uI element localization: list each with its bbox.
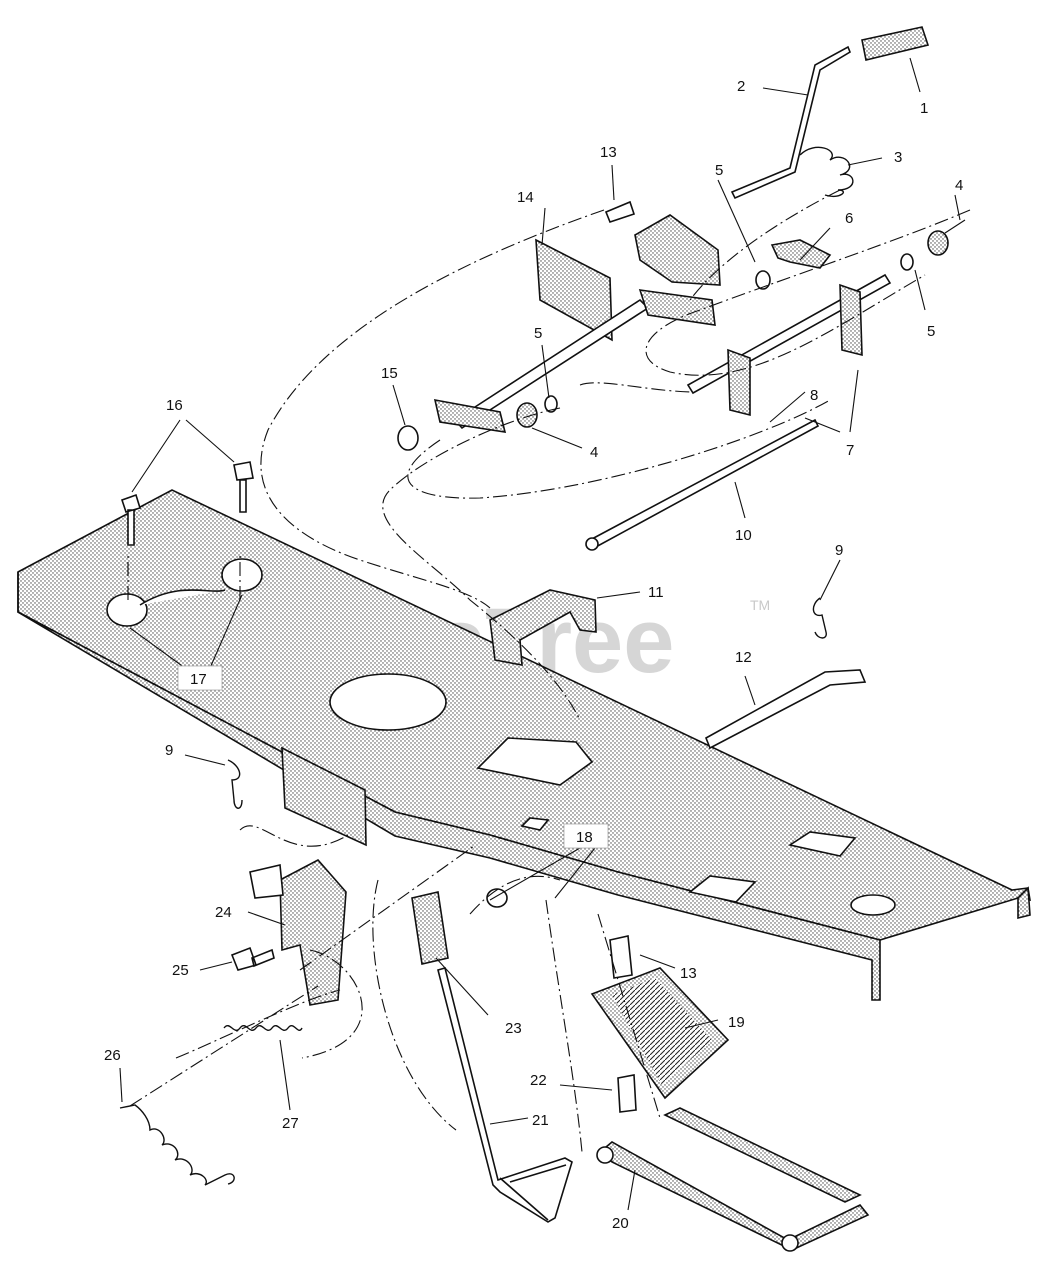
phantom-lines (127, 189, 971, 1153)
callout-3: 3 (894, 149, 902, 166)
callout-2: 2 (737, 78, 745, 95)
part-5-washer-a (755, 270, 771, 290)
part-23-grip (411, 891, 449, 965)
part-15-washer (397, 425, 419, 451)
callout-labels: 1 2 3 4 4 5 5 5 6 7 8 9 9 10 11 12 13 13… (104, 78, 963, 1232)
callout-7: 7 (846, 442, 854, 459)
callout-20: 20 (612, 1215, 629, 1232)
callout-21: 21 (532, 1112, 549, 1129)
part-11-bracket (489, 589, 597, 666)
part-16-bolt-left (120, 493, 142, 546)
callout-8: 8 (810, 387, 818, 404)
part-9-pin-left (227, 759, 243, 809)
part-6-clip (770, 239, 832, 269)
callout-23: 23 (505, 1020, 522, 1037)
callout-22: 22 (530, 1072, 547, 1089)
part-13-bolt-upper (604, 200, 636, 223)
leader-lines (119, 57, 966, 1211)
callout-6: 6 (845, 210, 853, 227)
part-14-bracket-plate (535, 238, 613, 342)
part-12-rod (704, 669, 867, 750)
part-5-washer-b (900, 253, 914, 271)
frame-small-hole (850, 894, 896, 916)
callout-4a: 4 (955, 177, 963, 194)
callout-5c: 5 (534, 325, 542, 342)
part-side-bracket-plate (281, 746, 367, 847)
callout-17-box: 17 (177, 665, 223, 691)
part-3-spring (799, 146, 854, 198)
part-5-washer-c (544, 395, 558, 413)
callout-18-box: 18 (563, 823, 609, 849)
part-17-nut-right (221, 558, 263, 592)
part-24-pedal-bracket (279, 858, 347, 1006)
part-10-long-rod (588, 418, 820, 550)
pedal-cross-shaft (433, 214, 721, 433)
part-26-spring (119, 1104, 235, 1186)
callout-9b: 9 (165, 742, 173, 759)
frame-cutout-right-2 (688, 875, 757, 903)
part-25-bolt (230, 946, 275, 971)
watermark-trademark: TM (750, 597, 770, 613)
part-22-bolt (617, 1074, 637, 1113)
part-17-nut-left (106, 593, 148, 627)
callout-5b: 5 (927, 323, 935, 340)
part-1-grip (861, 26, 930, 61)
callout-19: 19 (728, 1014, 745, 1031)
part-27-spring (223, 1025, 303, 1031)
part-4-bushing-b (516, 402, 538, 428)
frame-cutout-center (476, 737, 594, 786)
part-2-lever-rod (730, 45, 851, 200)
part-4-bushing-a (927, 230, 949, 256)
callout-13a: 13 (600, 144, 617, 161)
part-21-pedal-rod (437, 967, 573, 1223)
callout-10: 10 (735, 527, 752, 544)
callout-9a: 9 (835, 542, 843, 559)
callout-14: 14 (517, 189, 534, 206)
frame-chassis (17, 489, 1031, 1001)
callout-1: 1 (920, 100, 928, 117)
callout-27: 27 (282, 1115, 299, 1132)
callout-17: 17 (190, 671, 207, 688)
callout-5a: 5 (715, 162, 723, 179)
callout-16: 16 (166, 397, 183, 414)
part-13-bolt-lower (609, 935, 633, 979)
callout-24: 24 (215, 904, 232, 921)
callout-4b: 4 (590, 444, 598, 461)
part-16-bolt-right (233, 461, 254, 513)
callout-26: 26 (104, 1047, 121, 1064)
callout-13b: 13 (680, 965, 697, 982)
callout-25: 25 (172, 962, 189, 979)
frame-round-hole (329, 673, 447, 731)
part-8-shaft (686, 273, 892, 417)
frame-cutout-right-1 (787, 831, 857, 857)
callout-15: 15 (381, 365, 398, 382)
callout-11: 11 (648, 584, 664, 601)
callout-12: 12 (735, 649, 752, 666)
part-20-linkage-bar (598, 1141, 870, 1251)
part-9-pin-right (812, 597, 827, 639)
callout-18: 18 (576, 829, 593, 846)
